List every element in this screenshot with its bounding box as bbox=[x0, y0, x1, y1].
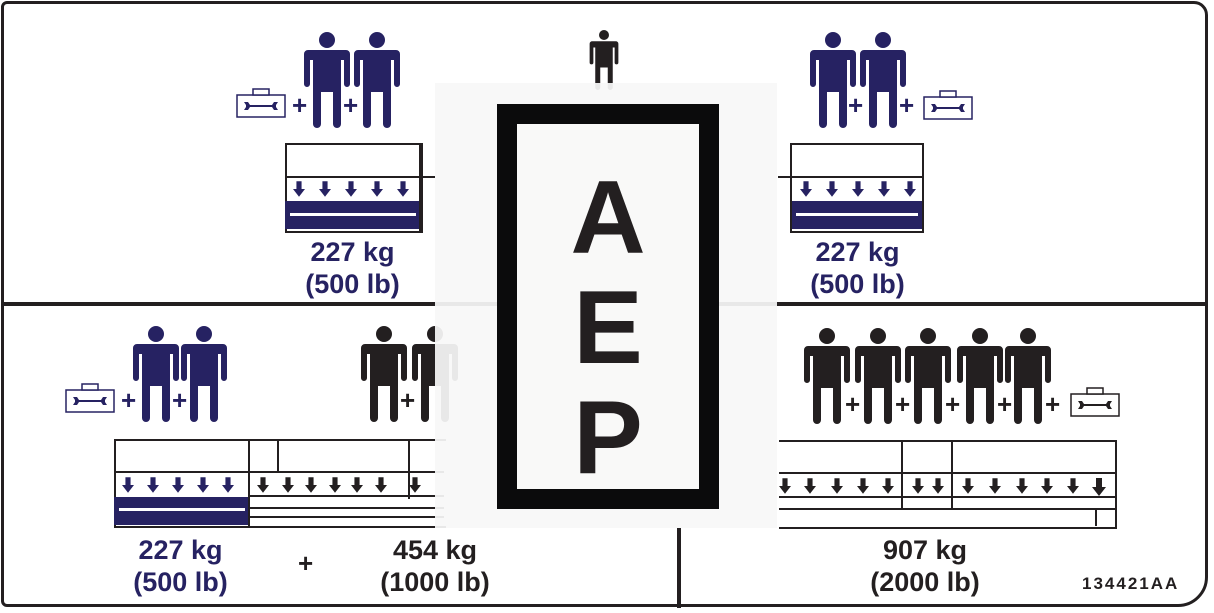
plus-sign: + bbox=[899, 90, 915, 120]
weight-lb-label: (2000 lb) bbox=[870, 567, 980, 597]
plus-sign: + bbox=[895, 389, 911, 419]
toolbox-icon bbox=[234, 88, 288, 118]
person-icon bbox=[181, 318, 227, 430]
platform-icon bbox=[779, 440, 1117, 529]
plus-sign: + bbox=[845, 389, 861, 419]
toolbox-icon bbox=[921, 90, 975, 120]
part-number: 134421AA bbox=[1082, 574, 1180, 593]
plus-operator: + bbox=[298, 548, 314, 578]
plus-sign: + bbox=[343, 90, 359, 120]
platform-icon bbox=[778, 143, 924, 233]
plus-sign: + bbox=[172, 385, 188, 415]
weight-kg-label: 227 kg bbox=[815, 237, 900, 267]
weight-kg-label: 227 kg bbox=[138, 535, 223, 565]
plus-sign: + bbox=[400, 385, 416, 415]
plus-sign: + bbox=[848, 90, 864, 120]
aep-sign: A E P bbox=[497, 104, 719, 509]
plus-sign: + bbox=[997, 389, 1013, 419]
toolbox-icon bbox=[63, 383, 117, 413]
platform-icon bbox=[114, 439, 446, 528]
plus-sign: + bbox=[945, 389, 961, 419]
weight-kg-label: 454 kg bbox=[392, 535, 478, 565]
toolbox-icon bbox=[1067, 387, 1123, 417]
weight-lb-label: (500 lb) bbox=[305, 269, 400, 299]
aep-letter-p: P bbox=[573, 380, 643, 496]
person-icon bbox=[804, 320, 850, 432]
vertical-divider bbox=[677, 528, 681, 608]
plus-sign: + bbox=[292, 90, 308, 120]
person-icon bbox=[581, 30, 627, 90]
aep-letter-e: E bbox=[573, 270, 643, 386]
weight-lb-label: (1000 lb) bbox=[380, 567, 490, 597]
weight-kg-label: 907 kg bbox=[882, 535, 968, 565]
aep-letter-a: A bbox=[570, 160, 646, 276]
plus-sign: + bbox=[121, 385, 137, 415]
platform-icon bbox=[285, 143, 435, 233]
person-icon bbox=[354, 24, 400, 136]
weight-lb-label: (500 lb) bbox=[810, 269, 905, 299]
weight-lb-label: (500 lb) bbox=[133, 567, 228, 597]
weight-kg-label: 227 kg bbox=[310, 237, 395, 267]
plus-sign: + bbox=[1045, 389, 1061, 419]
